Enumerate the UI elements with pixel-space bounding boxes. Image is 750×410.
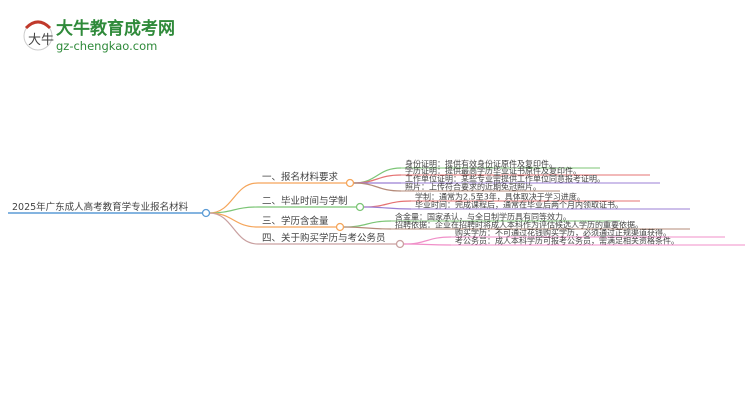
branch-label[interactable]: 一、报名材料要求 xyxy=(262,171,339,183)
leaf-label[interactable]: 工作单位证明：某些专业需提供工作单位同意报考证明。 xyxy=(405,174,605,184)
leaf-link xyxy=(403,243,452,246)
leaf-label[interactable]: 购买学历：不可通过花钱购买学历，必须通过正规渠道获得。 xyxy=(455,228,671,238)
leaf-link xyxy=(363,206,412,210)
branch-collapse-toggle[interactable] xyxy=(355,202,365,212)
leaf-link xyxy=(343,226,392,230)
leaf-label[interactable]: 毕业时间：完成课程后，通常在毕业后两个月内领取证书。 xyxy=(415,200,623,210)
root-collapse-toggle[interactable] xyxy=(201,208,211,218)
branch-link xyxy=(208,212,259,228)
leaf-link xyxy=(363,200,412,208)
logo-name: 大牛教育成考网 xyxy=(56,18,175,39)
branch-link xyxy=(208,182,259,214)
branch-collapse-toggle[interactable] xyxy=(335,222,345,232)
branch-link xyxy=(208,212,259,245)
root-label[interactable]: 2025年广东成人高考教育学专业报名材料 xyxy=(12,201,189,213)
leaf-label[interactable]: 学历证明：提供最高学历毕业证书原件及复印件。 xyxy=(405,166,581,176)
leaf-label[interactable]: 考公务员：成人本科学历可报考公务员，需满足相关资格条件。 xyxy=(455,236,679,246)
leaf-label[interactable]: 身份证明：提供有效身份证原件及复印件。 xyxy=(405,159,557,169)
logo-mark: 大牛 xyxy=(28,33,54,48)
leaf-link xyxy=(343,220,392,228)
branch-collapse-toggle[interactable] xyxy=(395,239,405,249)
branch-label[interactable]: 三、学历含金量 xyxy=(262,215,329,227)
leaf-label[interactable]: 招聘依据：企业在招聘时将成人本科作为评估候选人学历的重要依据。 xyxy=(395,220,643,230)
leaf-link xyxy=(403,236,452,245)
leaf-label[interactable]: 学制：通常为2.5至3年，具体取决于学习进度。 xyxy=(415,192,585,202)
branch-label[interactable]: 四、关于购买学历与考公务员 xyxy=(262,232,386,244)
leaf-label[interactable]: 含金量：国家承认，与全日制学历具有同等效力。 xyxy=(395,212,571,222)
logo: 大牛 大牛教育成考网 gz-chengkao.com xyxy=(23,18,175,53)
leaf-label[interactable]: 照片：上传符合要求的近期免冠照片。 xyxy=(405,182,541,192)
branch-label[interactable]: 二、毕业时间与学制 xyxy=(262,195,348,207)
branch-collapse-toggle[interactable] xyxy=(345,178,355,188)
logo-url: gz-chengkao.com xyxy=(56,39,157,53)
leaf-link xyxy=(353,182,402,192)
